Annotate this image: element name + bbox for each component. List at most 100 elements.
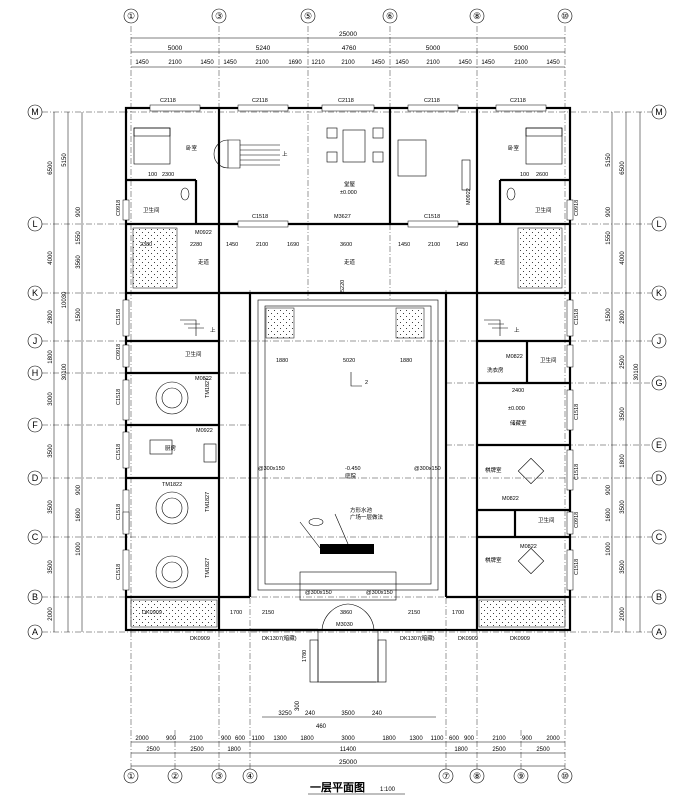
- svg-text:2100: 2100: [168, 60, 182, 66]
- svg-text:TM1827: TM1827: [205, 558, 211, 578]
- svg-text:C2118: C2118: [424, 98, 440, 104]
- svg-text:10030: 10030: [62, 291, 68, 308]
- svg-text:25000: 25000: [339, 759, 357, 766]
- axis-label: ③: [215, 11, 223, 21]
- svg-text:2280: 2280: [190, 242, 202, 248]
- svg-text:广场一层做法: 广场一层做法: [350, 513, 384, 521]
- axis-bubbles-right: M L K J G E D C B A: [651, 104, 667, 640]
- furniture: [133, 127, 563, 589]
- svg-text:F: F: [32, 420, 38, 430]
- room-wc-south: 卫生间: [538, 516, 555, 524]
- room-bedroom-right: 卧室: [508, 144, 520, 152]
- svg-text:B: B: [32, 592, 38, 602]
- svg-text:1800: 1800: [382, 736, 396, 742]
- svg-text:5000: 5000: [426, 45, 441, 52]
- axis-label: ⑩: [561, 771, 569, 781]
- courtyard: 2 -0.450 庭院 方形水池 广场一层做法: [257, 299, 439, 591]
- svg-text:2000: 2000: [48, 607, 54, 621]
- dimensions-top: 25000 5000 5240 4760 5000 5000 1450 2100…: [131, 31, 565, 68]
- svg-text:@300x150: @300x150: [366, 590, 393, 596]
- svg-text:5020: 5020: [343, 358, 355, 364]
- svg-text:上: 上: [282, 150, 288, 158]
- svg-text:2150: 2150: [408, 610, 420, 616]
- svg-text:K: K: [656, 288, 662, 298]
- svg-text:2100: 2100: [514, 60, 528, 66]
- svg-text:M: M: [31, 107, 39, 117]
- svg-text:C1518: C1518: [116, 444, 122, 460]
- dimensions-bottom: 2000 900 2100 900 600 1100 1300 1800 300…: [131, 700, 565, 767]
- svg-text:3500: 3500: [620, 407, 626, 421]
- svg-text:1880: 1880: [276, 358, 288, 364]
- svg-text:J: J: [657, 336, 662, 346]
- svg-text:2500: 2500: [190, 747, 204, 753]
- windows: [122, 104, 574, 591]
- svg-text:E: E: [656, 440, 662, 450]
- main-door-code: M3627: [334, 214, 351, 220]
- hatched-areas: [130, 227, 566, 628]
- svg-text:6500: 6500: [620, 161, 626, 175]
- svg-text:3500: 3500: [48, 500, 54, 514]
- svg-text:C1518: C1518: [116, 389, 122, 405]
- svg-text:240: 240: [372, 711, 383, 717]
- svg-text:2000: 2000: [620, 607, 626, 621]
- scale-label: 1:100: [380, 787, 396, 793]
- room-wc-left: 卫生间: [143, 206, 160, 214]
- svg-text:B: B: [656, 592, 662, 602]
- room-bedroom-left: 卧室: [186, 144, 198, 152]
- svg-text:2100: 2100: [189, 736, 203, 742]
- svg-text:1450: 1450: [135, 60, 149, 66]
- svg-text:2150: 2150: [262, 610, 274, 616]
- svg-text:1800: 1800: [48, 350, 54, 364]
- svg-text:900: 900: [606, 206, 612, 217]
- svg-text:C1518: C1518: [574, 464, 580, 480]
- svg-text:M0822: M0822: [520, 544, 537, 550]
- svg-text:1100: 1100: [431, 736, 445, 742]
- axis-label: ④: [246, 771, 254, 781]
- svg-text:M0822: M0822: [195, 376, 212, 382]
- axis-label: ⑧: [473, 771, 481, 781]
- svg-text:3000: 3000: [341, 736, 355, 742]
- svg-text:A: A: [656, 627, 662, 637]
- svg-text:900: 900: [606, 484, 612, 495]
- front-porch: [299, 571, 397, 683]
- svg-text:DK0909: DK0909: [510, 636, 530, 642]
- axis-label: ⑧: [473, 11, 481, 21]
- svg-text:C0918: C0918: [116, 200, 122, 216]
- svg-text:3500: 3500: [48, 444, 54, 458]
- hall-elevation: ±0.000: [340, 190, 357, 196]
- svg-text:C2118: C2118: [160, 98, 176, 104]
- svg-text:2100: 2100: [255, 60, 269, 66]
- svg-text:2000: 2000: [546, 736, 560, 742]
- svg-text:2400: 2400: [512, 388, 524, 394]
- svg-text:2100: 2100: [426, 60, 440, 66]
- svg-text:M0922: M0922: [195, 230, 212, 236]
- svg-text:M0822: M0822: [506, 354, 523, 360]
- room-labels: 卧室 卧室 堂屋 ±0.000 卫生间 卫生间 走道 走道 走道 卫生间 厨房 …: [143, 144, 557, 564]
- svg-text:1450: 1450: [371, 60, 385, 66]
- svg-text:900: 900: [76, 484, 82, 495]
- svg-text:1450: 1450: [456, 242, 468, 248]
- svg-text:1550: 1550: [76, 231, 82, 245]
- svg-text:600: 600: [449, 736, 460, 742]
- svg-text:1800: 1800: [620, 454, 626, 468]
- svg-text:DK0909: DK0909: [190, 636, 210, 642]
- svg-text:1300: 1300: [273, 736, 287, 742]
- svg-text:1690: 1690: [288, 60, 302, 66]
- svg-text:30100: 30100: [62, 363, 68, 380]
- room-mahjong-1: 棋牌室: [485, 466, 502, 474]
- axis-label: ⑨: [517, 771, 525, 781]
- axis-bubbles-top: ① ③ ⑤ ⑥ ⑧ ⑩: [123, 8, 573, 24]
- svg-text:3600: 3600: [340, 242, 352, 248]
- svg-text:@300x150: @300x150: [258, 466, 285, 472]
- svg-text:G: G: [655, 378, 662, 388]
- svg-text:900: 900: [76, 206, 82, 217]
- room-wc-west: 卫生间: [185, 350, 202, 358]
- room-wc-right: 卫生间: [535, 206, 552, 214]
- room-laundry: 洗衣房: [487, 366, 504, 374]
- svg-text:600: 600: [235, 736, 246, 742]
- svg-text:L: L: [656, 219, 661, 229]
- svg-text:1690: 1690: [287, 242, 299, 248]
- room-storage: 储藏室: [510, 419, 527, 427]
- svg-text:2800: 2800: [48, 310, 54, 324]
- svg-text:M: M: [655, 107, 663, 117]
